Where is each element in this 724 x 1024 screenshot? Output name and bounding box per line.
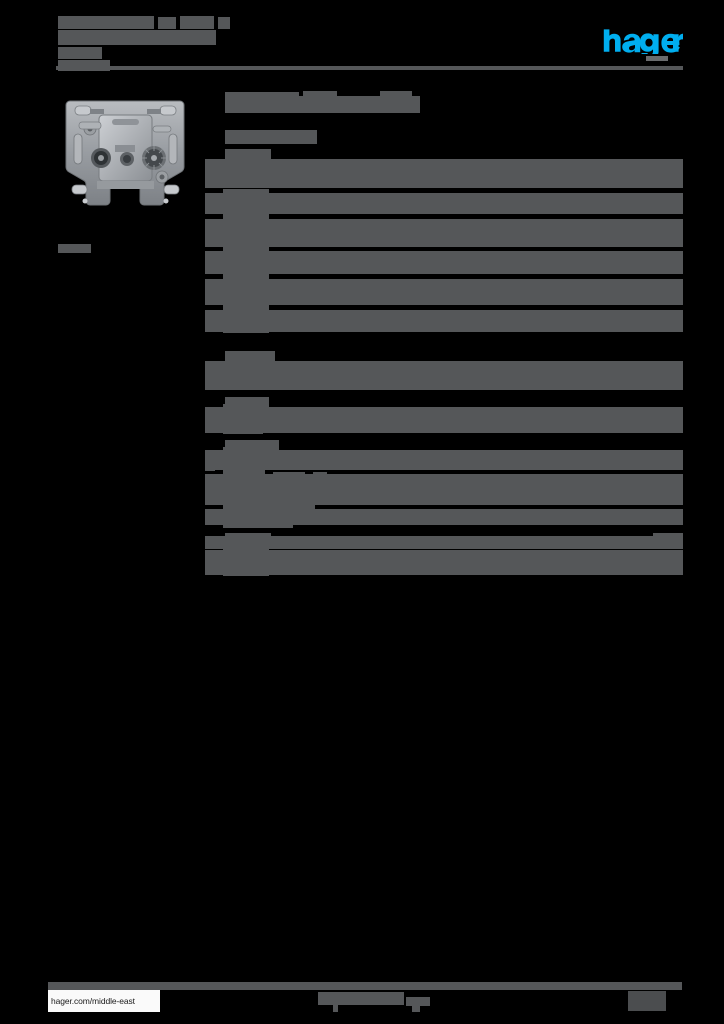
section-4-row-4 [205,509,683,525]
section-4-label [225,440,279,450]
section-1-key-3 [223,215,269,249]
section-1-bullet-7 [205,311,215,319]
header-title-line-1-part-3 [180,16,214,29]
section-1-bullet-1 [205,160,215,168]
header-subtitle-line-1 [58,47,102,59]
header-title-line-1-part-1 [58,16,154,29]
section-1-key-6 [223,306,269,333]
header-subtitle-line-2 [58,60,110,71]
header-divider [56,66,683,70]
content-subheading [225,130,317,144]
section-1-bullet-3 [205,220,215,228]
section-3-row-1 [205,407,683,433]
section-5-bullet-1 [205,538,215,546]
section-5-row-1 [205,536,683,549]
section-1-key-4 [223,249,269,276]
footer-page-number [628,991,666,1011]
footer-divider [48,982,682,990]
section-4-value-right [619,450,683,462]
header-title-line-2 [58,30,216,45]
section-1-label [225,149,271,159]
section-3-bullet-2 [205,420,215,428]
section-4-bullet-1 [205,451,215,459]
section-5-row-2 [205,550,683,575]
product-image [57,89,194,225]
section-5-key-1 [223,546,269,576]
section-1-bullet-5 [205,252,215,260]
section-1-row-4 [205,251,683,274]
section-3-value-right [645,410,683,419]
section-5-value-right [653,533,683,545]
header-title-line-1-part-4 [218,17,230,29]
section-1-key-2 [223,189,269,215]
section-1-row-1 [205,159,683,188]
footer-center-descender-2 [412,1005,420,1012]
section-1-bullet-2 [205,194,215,202]
footer-center-text-2 [406,997,430,1006]
section-4-key-2b [273,472,305,481]
section-3-label [225,397,269,407]
section-5-bullet-2 [205,551,215,559]
section-2-bullet-2 [205,375,215,383]
section-4-key-4 [223,506,293,528]
section-2-row-1 [205,361,683,390]
section-4-key-2c [313,472,327,481]
section-4-bullet-2 [205,463,215,471]
hager-logo [603,29,683,54]
section-1-bullet-6 [205,280,215,288]
footer-url-link[interactable]: hager.com/middle-east [51,996,135,1006]
section-1-row-6 [205,310,683,332]
section-2-label [225,351,275,361]
content-heading [225,96,420,113]
header-title-line-1-part-2 [158,17,176,29]
section-3-bullet-1 [205,408,215,416]
footer-center-descender-1 [333,1005,338,1012]
section-1-row-2 [205,193,683,214]
section-1-row-3 [205,219,683,247]
product-image-caption [58,244,91,253]
section-1-key-5 [223,276,269,306]
section-1-row-5 [205,279,683,305]
section-4-row-1 [205,450,683,470]
section-4-key-1 [223,447,265,473]
footer-center-text [318,992,404,1005]
footer-url-box [48,990,160,1012]
logo-subtext [646,56,668,61]
section-1-bullet-4 [205,232,215,240]
section-3-key-1 [223,404,263,434]
section-2-bullet-1 [205,362,215,370]
main-content [205,0,683,1024]
